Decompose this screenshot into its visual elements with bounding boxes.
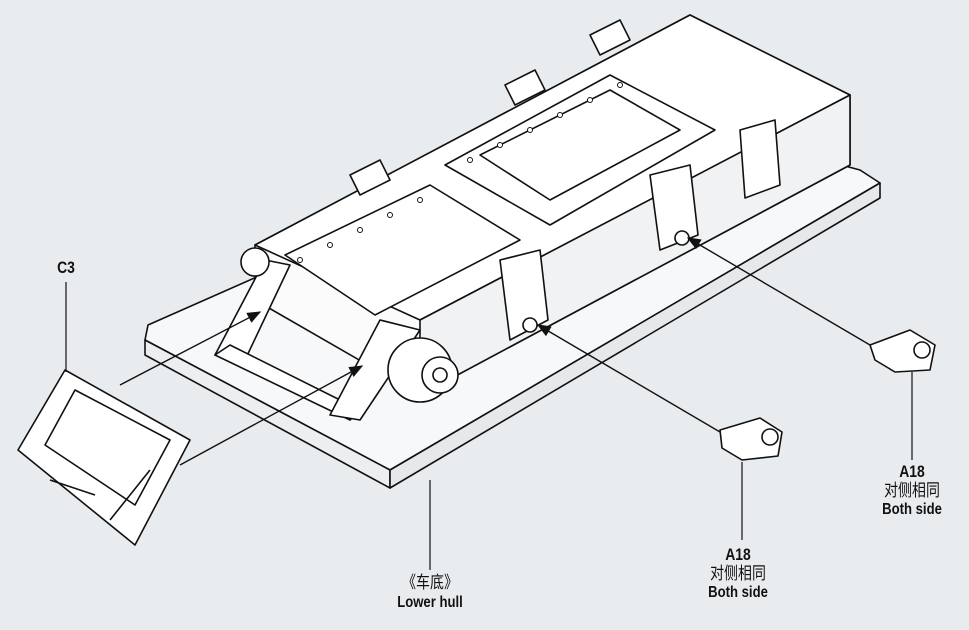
label-a18-center: A18 对侧相同 Both side [689,545,787,602]
a18-right-english: Both side [882,501,942,519]
lifting-hook-1 [349,159,391,196]
label-lower-hull: 《车底》 Lower hull [381,573,479,612]
front-frame [214,259,421,421]
a18-right-chinese: 对侧相同 [884,480,940,501]
c3-part-number: C3 [57,258,75,277]
label-c3: C3 [50,258,83,278]
label-a18-right: A18 对侧相同 Both side [863,462,961,519]
a18-center-english: Both side [708,584,768,602]
rivet-row [297,82,623,263]
part-a18-right [869,329,936,373]
suspension-bracket-mid [649,164,699,251]
arrow-a18-center [536,324,721,433]
lifting-hook-2 [504,69,546,106]
lower-hull-chinese: 《车底》 [402,573,458,593]
arrow-c3-lower [179,365,364,466]
a18-right-part-number: A18 [899,462,925,481]
part-a18-center [719,417,783,461]
arrow-a18-right [686,237,871,346]
lifting-hook-3 [589,19,631,56]
suspension-bracket-rear [739,119,781,199]
part-c3-plate [17,369,191,546]
arrow-c3-upper [119,311,262,386]
a18-center-part-number: A18 [725,545,751,564]
engine-deck-plate [284,74,716,316]
final-drive [240,247,459,403]
lower-hull-english: Lower hull [397,593,463,611]
a18-center-chinese: 对侧相同 [710,563,766,584]
